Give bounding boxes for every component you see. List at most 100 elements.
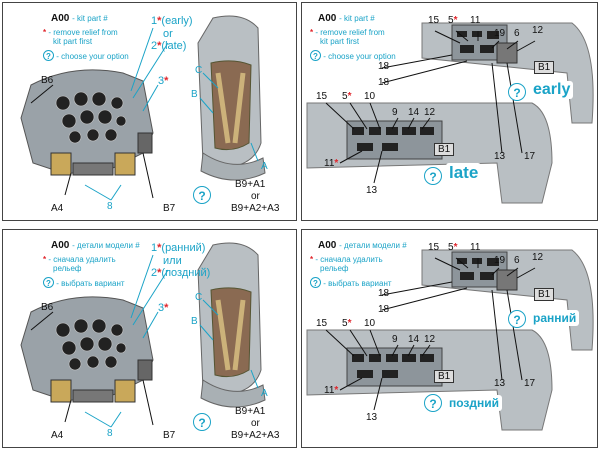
num-12: 12 bbox=[424, 107, 436, 118]
num-15: 15 bbox=[316, 318, 328, 329]
num-9: 9 bbox=[392, 334, 398, 345]
combo-or: or bbox=[251, 418, 260, 429]
kit-part-text: - kit part # bbox=[72, 14, 108, 23]
num-5-label: 5* bbox=[448, 15, 457, 26]
num-19: 19 bbox=[494, 255, 506, 266]
opt1-text: (ранний) bbox=[161, 242, 206, 254]
num-19: 19 bbox=[494, 28, 506, 39]
remove-line1: - remove relief from bbox=[315, 28, 385, 37]
label-b1: B1 bbox=[534, 288, 555, 301]
num-11: 11 bbox=[470, 242, 481, 253]
num-5-label: 5* bbox=[342, 91, 351, 102]
label-b6: B6 bbox=[41, 75, 54, 86]
num-6: 6 bbox=[514, 28, 520, 39]
num-12: 12 bbox=[532, 252, 544, 263]
label-b1: B1 bbox=[534, 61, 555, 74]
question-icon: ? bbox=[43, 50, 54, 61]
panel-top-right: A00 - kit part # * - remove relief from … bbox=[301, 2, 598, 221]
num-18: 18 bbox=[378, 288, 390, 299]
question-icon: ? bbox=[193, 413, 211, 431]
num-5: 5 bbox=[448, 15, 454, 26]
num-2: 2 bbox=[151, 267, 158, 279]
label-b1: B1 bbox=[434, 143, 455, 156]
num-17: 17 bbox=[524, 378, 536, 389]
remove-line2: рельеф bbox=[320, 264, 349, 273]
star-icon: * bbox=[157, 242, 162, 254]
num-3-label: 3* bbox=[158, 75, 168, 87]
num-3: 3 bbox=[158, 302, 165, 314]
star-icon: * bbox=[310, 28, 314, 37]
option-late-label: 2*(поздний) bbox=[151, 267, 210, 279]
label-b1: B1 bbox=[434, 370, 455, 383]
option-early-label: ранний bbox=[530, 310, 580, 326]
remove-line2: kit part first bbox=[320, 37, 360, 46]
star-icon: * bbox=[347, 91, 352, 102]
num-12: 12 bbox=[424, 334, 436, 345]
star-icon: * bbox=[157, 40, 162, 52]
cockpit-illustration-bottom-left bbox=[20, 242, 266, 428]
choose-text: - choose your option bbox=[56, 52, 129, 61]
option-early-label: early bbox=[530, 81, 574, 99]
label-b7: B7 bbox=[163, 430, 176, 441]
label-a4: A4 bbox=[51, 430, 64, 441]
label-a: A bbox=[261, 388, 268, 399]
star-icon: * bbox=[43, 255, 47, 264]
label-b7: B7 bbox=[163, 203, 176, 214]
num-18: 18 bbox=[378, 77, 390, 88]
num-17: 17 bbox=[524, 151, 536, 162]
legend-choose: ? - выбрать вариант bbox=[310, 277, 392, 288]
or-text: или bbox=[163, 255, 182, 267]
legend-code: A00 - детали модели # bbox=[318, 240, 407, 251]
opt2-text: (late) bbox=[161, 40, 187, 52]
num-10: 10 bbox=[364, 91, 376, 102]
label-8: 8 bbox=[107, 201, 113, 212]
star-icon: * bbox=[164, 302, 169, 314]
kit-part-text: - kit part # bbox=[339, 14, 375, 23]
num-14: 14 bbox=[408, 334, 420, 345]
legend-code: A00 - детали модели # bbox=[51, 240, 140, 251]
num-15: 15 bbox=[316, 91, 328, 102]
num-9: 9 bbox=[392, 107, 398, 118]
remove-line1: - сначала удалить bbox=[48, 255, 116, 264]
num-13: 13 bbox=[366, 412, 378, 423]
num-3: 3 bbox=[158, 75, 165, 87]
legend-remove: * - remove relief from kit part first bbox=[43, 28, 118, 46]
num-5: 5 bbox=[342, 91, 348, 102]
num-11: 11 bbox=[324, 385, 335, 396]
combo-2: B9+A2+A3 bbox=[231, 430, 280, 441]
option-late-label: 2*(late) bbox=[151, 40, 186, 52]
remove-line1: - сначала удалить bbox=[315, 255, 383, 264]
side-console-illustration-top-right bbox=[306, 22, 594, 204]
panel-bottom-right: A00 - детали модели # * - сначала удалит… bbox=[301, 229, 598, 448]
star-icon: * bbox=[453, 15, 458, 26]
label-b: B bbox=[191, 316, 198, 327]
choose-text: - выбрать вариант bbox=[56, 279, 125, 288]
legend-choose: ? - выбрать вариант bbox=[43, 277, 125, 288]
star-icon: * bbox=[334, 158, 339, 169]
question-icon: ? bbox=[193, 186, 211, 204]
label-a4: A4 bbox=[51, 203, 64, 214]
num-15: 15 bbox=[428, 242, 440, 253]
num-11-label: 11* bbox=[324, 158, 338, 169]
panel-top-left: A00 - kit part # * - remove relief from … bbox=[2, 2, 297, 221]
kit-part-text: - детали модели # bbox=[72, 241, 140, 250]
num-5: 5 bbox=[448, 242, 454, 253]
legend-remove: * - remove relief from kit part first bbox=[310, 28, 385, 46]
remove-line1: - remove relief from bbox=[48, 28, 118, 37]
num-6: 6 bbox=[514, 255, 520, 266]
num-12: 12 bbox=[532, 25, 544, 36]
combo-or: or bbox=[251, 191, 260, 202]
legend-choose: ? - choose your option bbox=[310, 50, 396, 61]
num-18: 18 bbox=[378, 304, 390, 315]
num-18: 18 bbox=[378, 61, 390, 72]
num-3-label: 3* bbox=[158, 302, 168, 314]
num-11: 11 bbox=[324, 158, 335, 169]
label-c: C bbox=[195, 292, 203, 303]
combo-1: B9+A1 bbox=[235, 406, 266, 417]
num-5: 5 bbox=[342, 318, 348, 329]
or-text: or bbox=[163, 28, 173, 40]
num-10: 10 bbox=[364, 318, 376, 329]
num-11-label: 11* bbox=[324, 385, 338, 396]
num-13: 13 bbox=[494, 151, 506, 162]
star-icon: * bbox=[164, 75, 169, 87]
